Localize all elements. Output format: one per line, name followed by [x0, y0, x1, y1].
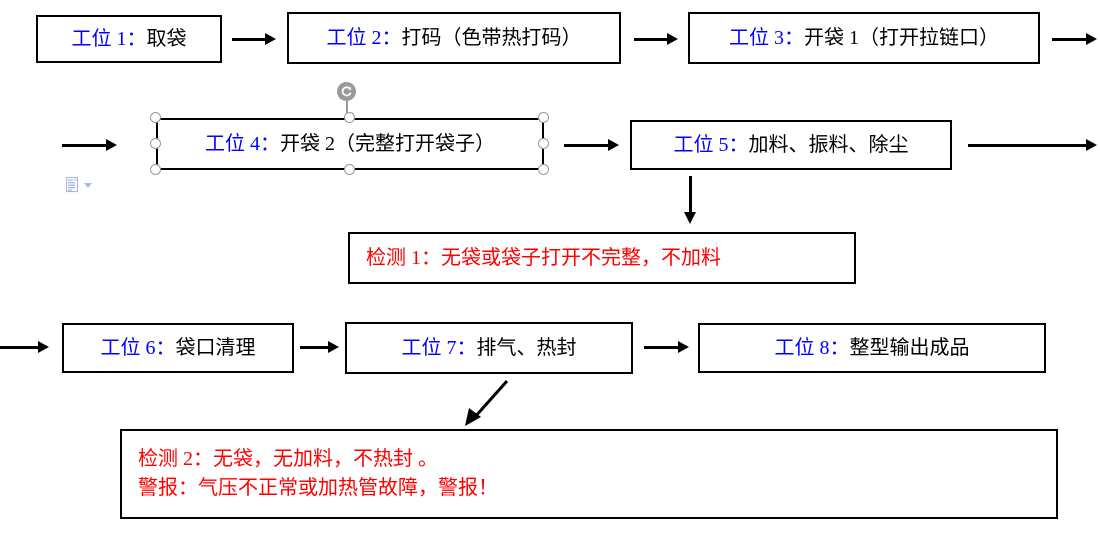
station-8-separator: ：	[829, 337, 850, 359]
detection-box-2[interactable]: 检测 2：无袋，无加料，不热封 。 警报：气压不正常或加热管故障，警报！	[120, 429, 1058, 519]
resize-handle-top-center[interactable]	[344, 112, 355, 123]
station-3-separator: ：	[784, 27, 804, 49]
station-box-1[interactable]: 工位 1：取袋	[36, 15, 222, 63]
detection-box-1[interactable]: 检测 1：无袋或袋子打开不完整，不加料	[348, 232, 856, 284]
station-box-8[interactable]: 工位 8：整型输出成品	[698, 323, 1046, 373]
station-1-separator: ：	[126, 28, 147, 50]
resize-handle-middle-right[interactable]	[538, 138, 549, 149]
rotate-arrow-glyph	[341, 86, 352, 97]
station-6-separator: ：	[155, 337, 176, 359]
station-box-3[interactable]: 工位 3：开袋 1（打开拉链口）	[688, 12, 1040, 64]
station-8-text: 工位 8：整型输出成品	[700, 338, 1044, 358]
arrow-6-to-7	[300, 341, 340, 353]
arrow-7-to-detection-2	[465, 380, 509, 426]
detection-1-line-1: 检测 1：无袋或袋子打开不完整，不加料	[366, 246, 721, 269]
station-6-body: 袋口清理	[175, 337, 256, 359]
rotate-handle-icon[interactable]	[337, 82, 356, 101]
station-5-body: 加料、振料、除尘	[748, 134, 909, 156]
station-box-6[interactable]: 工位 6：袋口清理	[62, 323, 294, 373]
station-6-label: 工位 6	[100, 337, 156, 359]
resize-handle-middle-left[interactable]	[150, 138, 161, 149]
station-2-text: 工位 2：打码（色带热打码）	[289, 28, 619, 48]
resize-handle-top-left[interactable]	[150, 112, 161, 123]
station-5-separator: ：	[728, 134, 749, 156]
station-3-body: 开袋 1（打开拉链口）	[804, 27, 999, 49]
arrow-2-to-3	[634, 33, 678, 45]
arrow-4-to-5	[564, 139, 622, 151]
selection-frame[interactable]: 工位 4：开袋 2（完整打开袋子）	[146, 82, 554, 186]
arrow-left-to-4	[62, 139, 120, 151]
station-1-body: 取袋	[146, 28, 187, 50]
station-box-2[interactable]: 工位 2：打码（色带热打码）	[287, 12, 621, 64]
station-2-separator: ：	[381, 27, 402, 49]
resize-handle-bottom-left[interactable]	[150, 164, 161, 175]
arrow-3-to-right	[1052, 33, 1100, 45]
station-4-text: 工位 4：开袋 2（完整打开袋子）	[158, 134, 542, 154]
station-7-body: 排气、热封	[476, 337, 577, 359]
station-5-label: 工位 5	[673, 134, 729, 156]
station-4-separator: ：	[260, 133, 280, 155]
arrow-left-to-6	[0, 341, 52, 353]
station-1-text: 工位 1：取袋	[38, 29, 220, 49]
resize-handle-bottom-center[interactable]	[344, 164, 355, 175]
rotate-handle-stem	[346, 101, 348, 118]
station-4-label: 工位 4	[205, 133, 260, 155]
station-box-4[interactable]: 工位 4：开袋 2（完整打开袋子）	[156, 118, 544, 170]
station-7-label: 工位 7	[401, 337, 457, 359]
station-box-7[interactable]: 工位 7：排气、热封	[345, 322, 633, 374]
arrow-5-to-right	[968, 139, 1100, 151]
layout-options-button[interactable]	[66, 177, 92, 194]
station-box-5[interactable]: 工位 5：加料、振料、除尘	[630, 120, 952, 170]
station-6-text: 工位 6：袋口清理	[64, 338, 292, 358]
arrow-1-to-2	[232, 33, 276, 45]
station-7-separator: ：	[456, 337, 477, 359]
station-1-label: 工位 1	[71, 28, 127, 50]
station-8-body: 整型输出成品	[849, 337, 970, 359]
resize-handle-top-right[interactable]	[538, 112, 549, 123]
station-7-text: 工位 7：排气、热封	[347, 338, 631, 358]
station-3-text: 工位 3：开袋 1（打开拉链口）	[690, 28, 1038, 48]
arrow-5-to-detection-1	[684, 176, 696, 224]
station-8-label: 工位 8	[774, 337, 830, 359]
resize-handle-bottom-right[interactable]	[538, 164, 549, 175]
detection-2-line-1: 检测 2：无袋，无加料，不热封 。	[138, 448, 438, 470]
detection-2-line-2: 警报：气压不正常或加热管故障，警报！	[138, 477, 498, 499]
station-4-body: 开袋 2（完整打开袋子）	[280, 133, 495, 155]
chevron-down-icon	[84, 183, 92, 188]
station-2-body: 打码（色带热打码）	[401, 27, 582, 49]
station-3-label: 工位 3	[729, 27, 784, 49]
station-5-text: 工位 5：加料、振料、除尘	[632, 135, 950, 155]
arrow-7-to-8	[644, 341, 690, 353]
station-2-label: 工位 2	[326, 27, 382, 49]
layout-options-icon	[66, 177, 79, 193]
